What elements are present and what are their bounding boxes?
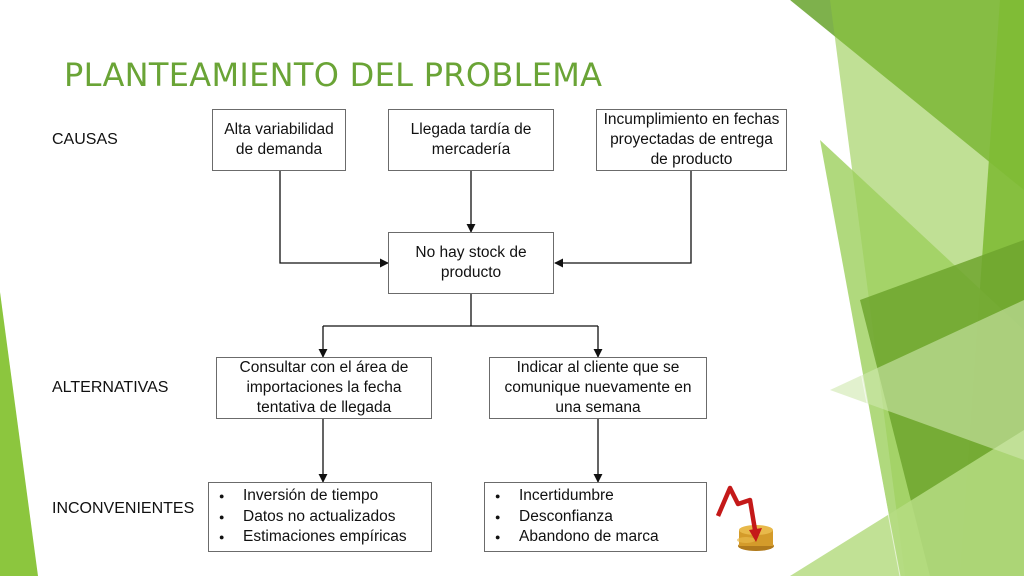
row-label-alternatives: ALTERNATIVAS — [52, 379, 169, 396]
slide-title: PLANTEAMIENTO DEL PROBLEMA — [64, 56, 603, 94]
connector-cause-3 — [554, 171, 692, 268]
list-item: Desconfianza — [493, 507, 698, 528]
list-item: Inversión de tiempo — [217, 486, 423, 507]
list-item: Incertidumbre — [493, 486, 698, 507]
cause-box-2: Llegada tardía de mercadería — [388, 109, 554, 171]
cause-box-3: Incumplimiento en fechas proyectadas de … — [596, 109, 787, 171]
cause-box-1: Alta variabilidad de demanda — [212, 109, 346, 171]
list-item: Estimaciones empíricas — [217, 527, 423, 548]
problem-text: No hay stock de producto — [415, 244, 527, 281]
row-label-causes: CAUSAS — [52, 131, 118, 148]
list-item: Datos no actualizados — [217, 507, 423, 528]
drawback-box-2: Incertidumbre Desconfianza Abandono de m… — [484, 482, 707, 552]
drawback-list-2: Incertidumbre Desconfianza Abandono de m… — [493, 486, 698, 548]
problem-box: No hay stock de producto — [388, 232, 554, 294]
cause-text-2: Llegada tardía de mercadería — [410, 121, 532, 158]
falling-chart-coins-icon — [712, 480, 794, 558]
cause-text-1: Alta variabilidad de demanda — [224, 121, 334, 158]
drawback-list-1: Inversión de tiempo Datos no actualizado… — [217, 486, 423, 548]
drawback-box-1: Inversión de tiempo Datos no actualizado… — [208, 482, 432, 552]
list-item: Abandono de marca — [493, 527, 698, 548]
alternative-text-2: Indicar al cliente que se comunique nuev… — [504, 359, 692, 416]
alternative-text-1: Consultar con el área de importaciones l… — [239, 359, 409, 416]
alternative-box-1: Consultar con el área de importaciones l… — [216, 357, 432, 419]
cause-text-3: Incumplimiento en fechas proyectadas de … — [603, 111, 780, 168]
alternative-box-2: Indicar al cliente que se comunique nuev… — [489, 357, 707, 419]
connector-cause-1 — [279, 171, 389, 268]
row-label-drawbacks: INCONVENIENTES — [52, 500, 195, 517]
